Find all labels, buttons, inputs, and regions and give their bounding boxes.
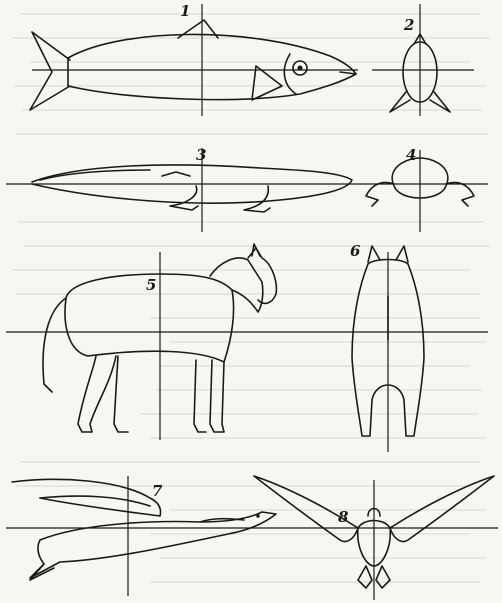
fish-side-view: [30, 4, 358, 116]
salamander-left-leg: [366, 183, 394, 207]
bird-left-foot: [358, 566, 372, 588]
horse-neck: [210, 258, 263, 312]
salamander-back-leg: [162, 172, 190, 176]
label-fish-side: 1: [180, 2, 190, 20]
fish-left-fin: [390, 92, 410, 112]
fish-gill: [284, 54, 296, 94]
bird-body: [30, 512, 276, 578]
fish-tail: [30, 32, 70, 110]
label-horse-rear: 6: [350, 242, 361, 260]
bird-right-foot: [376, 566, 390, 588]
figure-labels: 1 2 3 4 5 6 7 8: [146, 2, 416, 526]
fish-front-view: [372, 4, 474, 116]
salamander-front-view: [356, 150, 488, 232]
bird-front-view: [254, 476, 498, 600]
fish-right-fin: [430, 92, 450, 112]
label-bird-side: 7: [152, 482, 163, 500]
fish-pectoral-fin: [252, 66, 282, 100]
horse-tail: [43, 298, 66, 392]
label-salamander-side: 3: [196, 146, 206, 164]
fish-pupil: [298, 66, 303, 71]
horse-fore-leg: [210, 360, 224, 432]
salamander-right-leg: [446, 183, 474, 207]
fish-mouth: [340, 72, 356, 74]
bird-eye: [256, 514, 260, 518]
bird-wing: [12, 479, 161, 516]
horse-fore-leg-far: [194, 360, 206, 432]
salamander-side-view: [6, 148, 356, 232]
label-horse-side: 5: [146, 276, 156, 294]
label-fish-front: 2: [403, 16, 414, 34]
horse-hind-leg-far: [114, 356, 128, 432]
salamander-hind-leg: [170, 186, 198, 210]
bird-side-view: [6, 476, 276, 596]
label-bird-front: 8: [338, 508, 349, 526]
salamander-fore-leg: [244, 186, 270, 212]
horse-rear-view: [328, 246, 488, 452]
horse-hind-leg: [78, 356, 116, 432]
label-salamander-front: 4: [406, 146, 416, 164]
fish-body: [68, 34, 356, 99]
